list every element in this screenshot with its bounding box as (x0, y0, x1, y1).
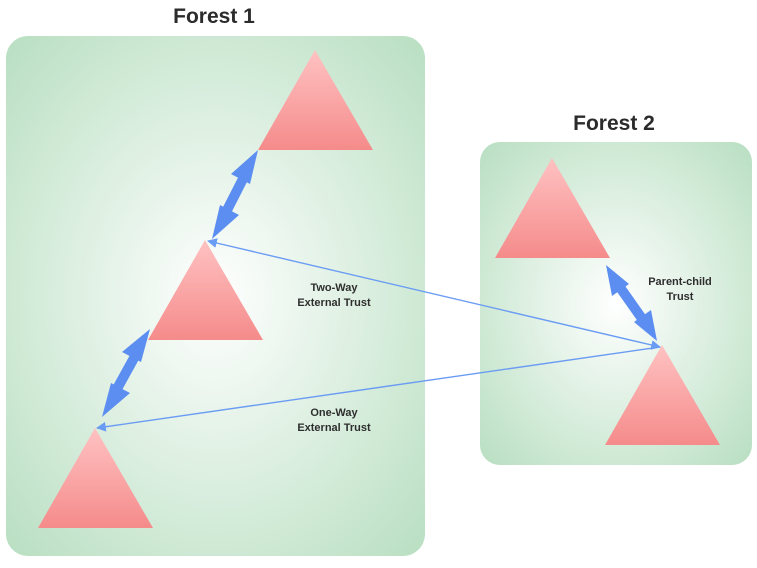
two-way-external-trust-line (207, 238, 661, 350)
domain-triangle (605, 345, 720, 445)
one-way-trust-label-line1: One-Way (310, 407, 358, 419)
forest-1: Forest 1 (6, 5, 425, 556)
parent-child-trust-label-line1: Parent-child (648, 276, 712, 288)
domain-triangle (495, 158, 610, 258)
two-way-trust-label-line2: External Trust (297, 297, 371, 309)
forest-2-box (480, 142, 752, 465)
forest-1-title: Forest 1 (173, 5, 255, 28)
two-way-trust-label-line1: Two-Way (310, 282, 358, 294)
parent-child-arrow-forest1-bottom (102, 329, 150, 417)
parent-child-arrow-forest1-top (212, 150, 258, 239)
one-way-trust-label-line2: External Trust (297, 422, 371, 434)
one-way-external-trust-line (96, 346, 661, 432)
forest-2-title: Forest 2 (573, 112, 655, 135)
domain-triangle (38, 428, 153, 528)
domain-triangle (258, 50, 373, 150)
parent-child-trust-label-line2: Trust (667, 291, 694, 303)
